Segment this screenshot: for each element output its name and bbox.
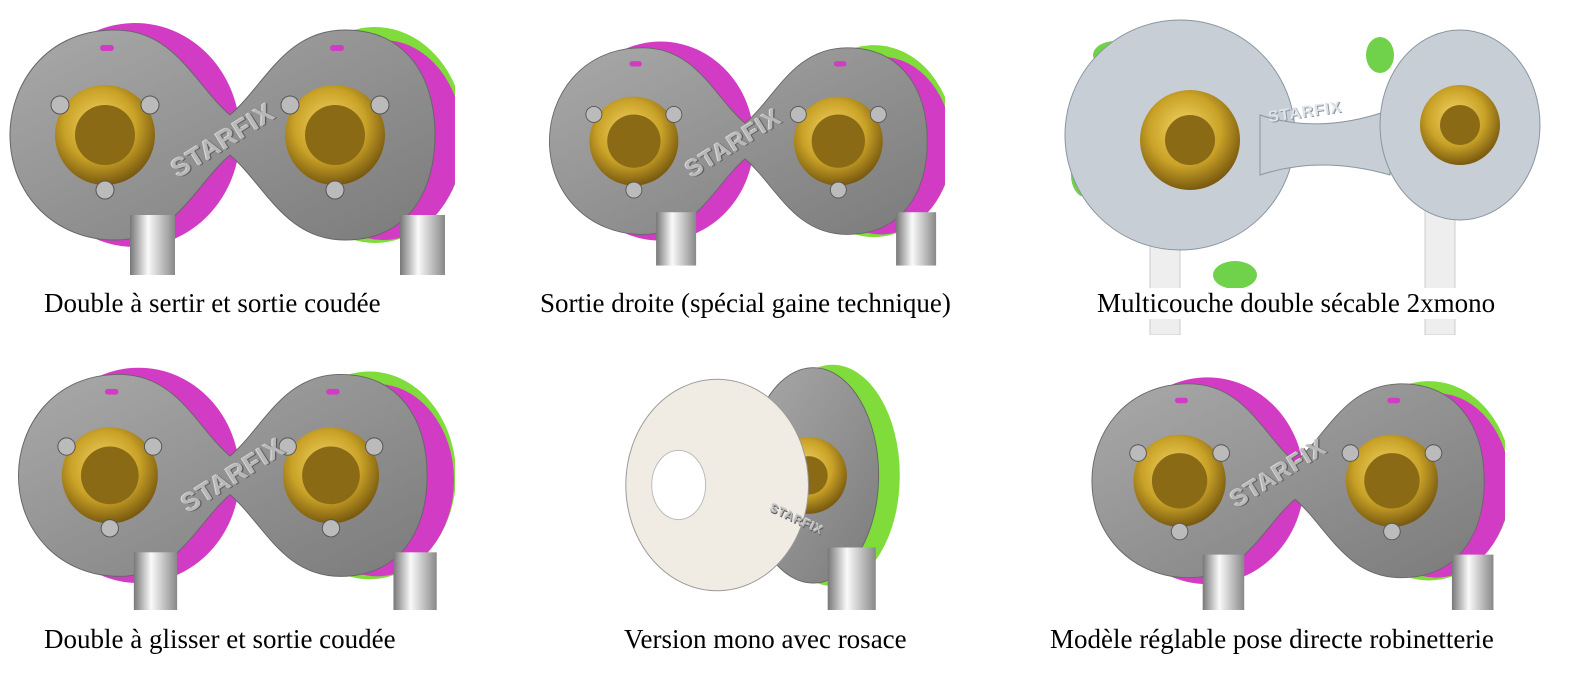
product-image-modele-reglable xyxy=(1085,370,1505,610)
caption-modele-reglable: Modèle réglable pose directe robinetteri… xyxy=(1050,624,1494,654)
caption-sortie-droite: Sortie droite (spécial gaine technique) xyxy=(540,288,951,318)
caption-multicouche: Multicouche double sécable 2xmono xyxy=(1097,288,1496,319)
caption-mono-rosace: Version mono avec rosace xyxy=(624,624,907,654)
caption-double-glisser: Double à glisser et sortie coudée xyxy=(44,624,396,654)
product-image-mono-rosace xyxy=(625,360,915,610)
caption-double-sertir: Double à sertir et sortie coudée xyxy=(44,288,381,318)
product-image-multicouche xyxy=(1060,15,1560,335)
